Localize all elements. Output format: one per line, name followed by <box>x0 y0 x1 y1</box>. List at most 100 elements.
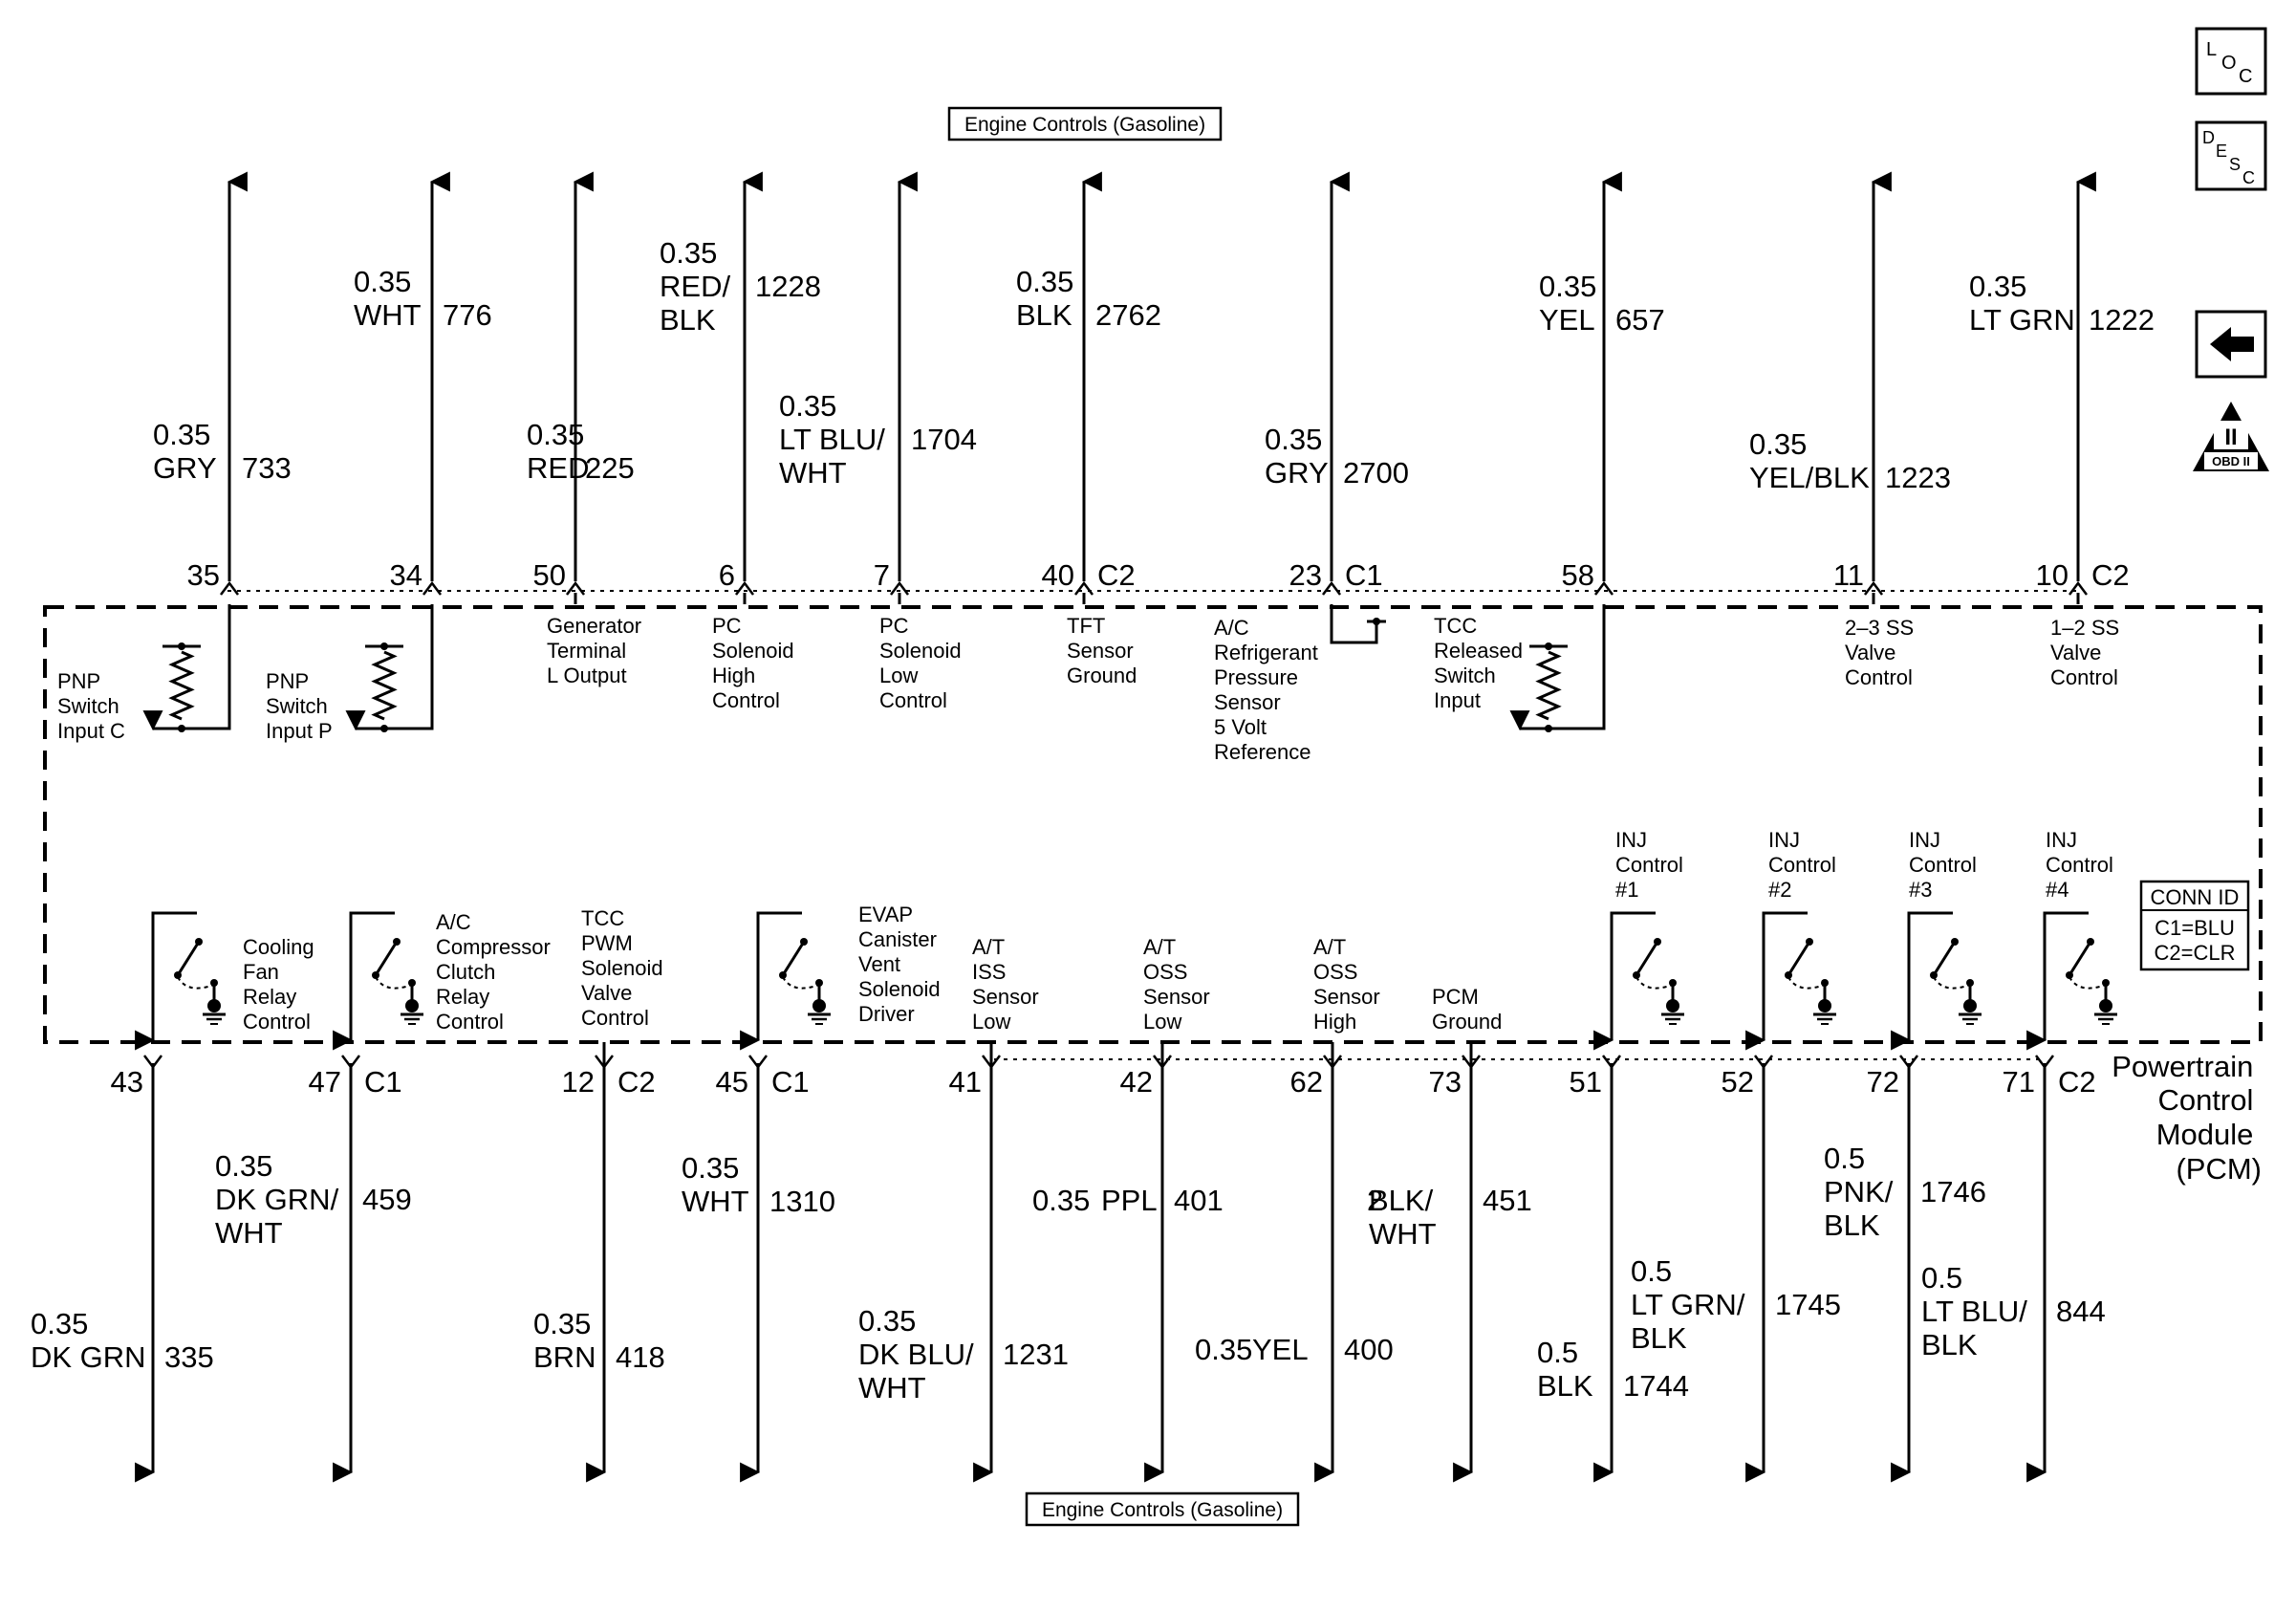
obd-ii-icon[interactable]: II OBD II <box>2193 402 2269 471</box>
switch-control <box>1787 976 1826 990</box>
terminal-mark <box>1754 1055 1773 1070</box>
terminal-mark <box>1864 580 1883 596</box>
terminal-mark <box>1153 1055 1172 1070</box>
wire-color: GRY <box>153 451 217 485</box>
wire-size: 2 <box>1367 1184 1383 1217</box>
wire-color: YEL <box>1539 303 1595 337</box>
wire-size: 0.35 <box>31 1307 88 1340</box>
desc-letter-e: E <box>2216 142 2227 161</box>
pin-number: 42 <box>1120 1065 1153 1099</box>
wire-color: BRN <box>533 1340 596 1374</box>
driver-wire <box>1907 911 1953 1031</box>
wire-size: 0.5 <box>1537 1336 1578 1369</box>
wire-size: 0.35 <box>527 418 584 451</box>
circuit-number: 225 <box>585 451 635 485</box>
pullup-resistor <box>371 650 398 721</box>
driver-wire <box>349 911 395 1031</box>
ground-dot <box>1963 999 1977 1012</box>
ground-node <box>210 979 218 987</box>
node <box>380 642 388 650</box>
loc-button[interactable]: L O C <box>2195 27 2267 96</box>
terminal-mark <box>422 580 442 596</box>
desc-letter-s: S <box>2229 155 2241 174</box>
pin-number: 62 <box>1290 1065 1323 1099</box>
circuit-number: 1222 <box>2089 303 2155 337</box>
input-wire <box>345 604 434 731</box>
terminal-mark <box>1462 1055 1481 1070</box>
wire-size: 0.5 <box>1824 1142 1865 1175</box>
circuit-number: 400 <box>1344 1333 1394 1366</box>
switch-control <box>1933 976 1971 990</box>
connector-id: C2 <box>1097 558 1136 592</box>
wire-size: 0.35 <box>660 236 717 270</box>
driver-51 <box>1593 911 1684 1051</box>
node <box>1545 642 1552 650</box>
conn-id-c2: C2=CLR <box>2155 941 2236 965</box>
terminal-mark <box>143 1055 162 1070</box>
driver-45 <box>740 911 831 1051</box>
driver-43 <box>135 911 226 1051</box>
module-label: Powertrain Control Module (PCM) <box>2112 1050 2262 1186</box>
ground-node <box>408 979 416 987</box>
pin-number: 40 <box>1042 558 1074 592</box>
pin-number: 23 <box>1289 558 1322 592</box>
ground-dot <box>812 999 826 1012</box>
driver-wire <box>1610 911 1656 1031</box>
switch-contact <box>1633 971 1640 979</box>
header-reference-text: Engine Controls (Gasoline) <box>964 114 1205 136</box>
driver-47 <box>333 911 423 1051</box>
pin-number: 41 <box>949 1065 982 1099</box>
footer-reference[interactable]: Engine Controls (Gasoline) <box>1025 1491 1300 1527</box>
switch-control <box>782 976 820 990</box>
wire-size: 0.35 <box>1016 265 1073 298</box>
pnp-input-1 <box>345 604 434 732</box>
wire-size: 0.35 <box>1539 270 1596 303</box>
internal-symbols <box>135 593 2117 1063</box>
desc-button[interactable]: D E S C <box>2195 120 2267 191</box>
switch-control <box>375 976 413 990</box>
connector-id: C1 <box>364 1065 402 1099</box>
desc-letter-d: D <box>2202 128 2215 147</box>
wire-color: RED/BLK <box>660 270 730 337</box>
obd-roman: II <box>2224 425 2237 450</box>
switch-arm <box>374 941 399 976</box>
switch-contact <box>1785 971 1792 979</box>
connector-id: C2 <box>2058 1065 2096 1099</box>
pin-number: 11 <box>1833 558 1864 592</box>
circuit-number: 401 <box>1174 1184 1224 1217</box>
node <box>1373 618 1380 625</box>
circuit-number: 335 <box>164 1340 214 1374</box>
pin-number: 34 <box>390 558 422 592</box>
pcm-outline <box>43 605 2263 1044</box>
circuit-number: 844 <box>2056 1295 2106 1328</box>
wire-color: DK GRN/WHT <box>215 1183 339 1250</box>
header-reference[interactable]: Engine Controls (Gasoline) <box>947 106 1223 142</box>
node <box>178 642 185 650</box>
circuit-number: 1228 <box>755 270 821 303</box>
pin-number: 10 <box>2036 558 2069 592</box>
back-arrow-icon[interactable] <box>2195 310 2267 379</box>
switch-contact <box>372 971 379 979</box>
circuit-number: 2762 <box>1095 298 1161 332</box>
